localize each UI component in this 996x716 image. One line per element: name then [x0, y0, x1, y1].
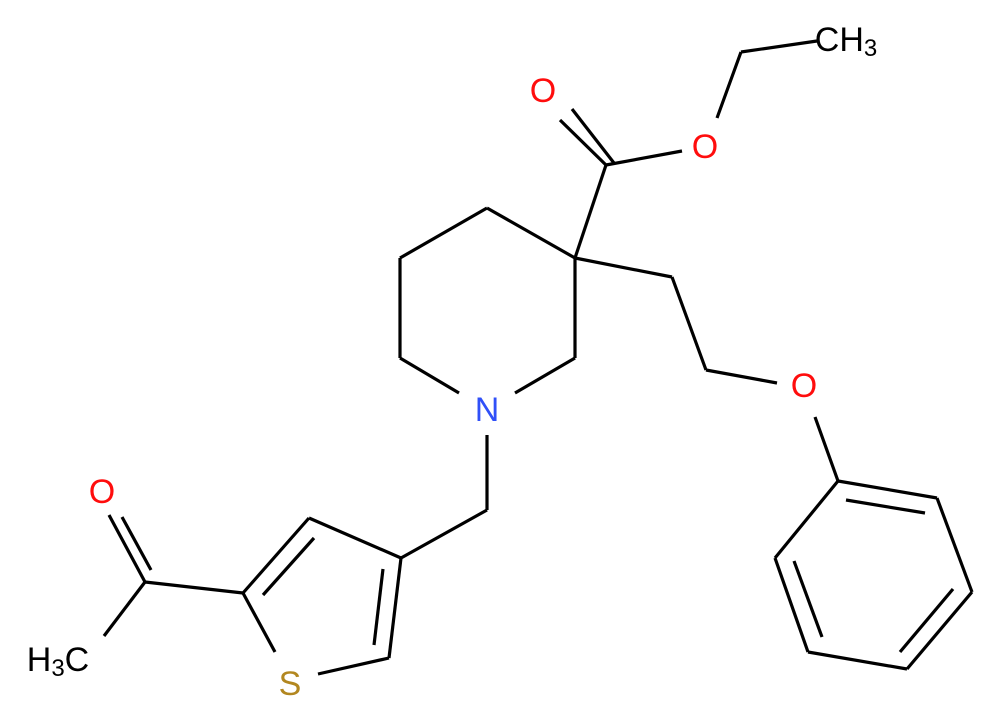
atom-label-carbonyl-oxygen: O	[530, 72, 556, 110]
atom-label-ester-ch3: CH3	[815, 21, 877, 62]
atom-label-acetyl-oxygen: O	[89, 473, 115, 511]
atom-label-ether-oxygen: O	[791, 367, 817, 405]
atom-label-thiophene-sulfur: S	[279, 665, 302, 703]
atom-label-ester-oxygen: O	[692, 128, 718, 166]
phenoxyethyl-chain	[574, 256, 840, 482]
ethyl-group	[715, 39, 818, 119]
atom-label-ring-nitrogen: N	[475, 391, 500, 429]
atom-label-acetyl-ch3: H3C	[27, 641, 89, 682]
ester-carbonyl	[558, 108, 683, 259]
acetyl-group	[102, 514, 244, 637]
piperidine-ring	[398, 206, 577, 395]
n-methylene-linker	[400, 435, 489, 560]
thiophene-ring	[241, 516, 403, 676]
phenyl-ring	[773, 479, 974, 671]
